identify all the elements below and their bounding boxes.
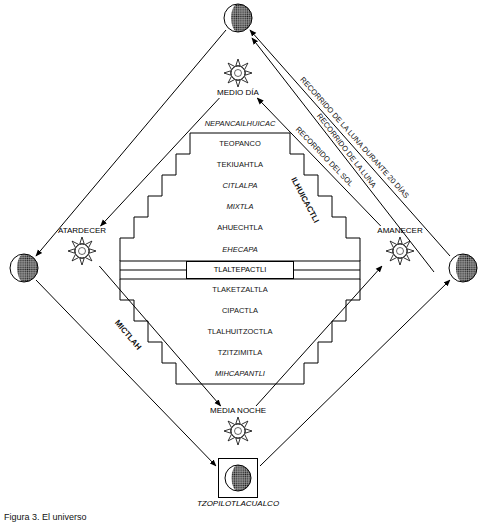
earth-band: [120, 261, 360, 279]
node-label: ATARDECER: [46, 226, 118, 236]
node-label: MEDIA NOCHE: [203, 406, 273, 416]
part-label: MIHCAPANTLI: [215, 370, 265, 379]
moon-square: [218, 458, 258, 498]
part-label: TZITZIMITLA: [218, 349, 263, 358]
node-label: MEDIO DÍA: [213, 88, 263, 98]
moon-station: TZOPILOTLACUALCO: [178, 458, 298, 509]
part-label: ILHUICACTLI: [289, 176, 321, 225]
earth-line: [120, 270, 186, 271]
sun-path: [99, 266, 220, 406]
moon-symbol: [10, 254, 38, 282]
sun-symbol: [223, 58, 253, 88]
node-label: TLALTEPACTLI: [187, 262, 293, 278]
sun-path: [101, 98, 220, 226]
part-label: TLALHUITZOCTLA: [207, 328, 272, 337]
moon-symbol: [224, 4, 252, 32]
sun-symbol: [67, 236, 97, 266]
moon-path: [36, 30, 450, 466]
part-label: TEKIUAHTLA: [217, 160, 263, 169]
part-label: MIXTLA: [226, 202, 253, 211]
part-label: MICTLAH: [113, 318, 143, 351]
sun-station: AMANECER: [362, 226, 438, 266]
node-label: AMANECER: [362, 226, 438, 236]
earth-line: [294, 270, 360, 271]
node-label: TZOPILOTLACUALCO: [178, 498, 298, 509]
figure-caption: Figura 3. El universo: [4, 512, 87, 523]
sun-symbol: [223, 416, 253, 446]
part-label: AHUECHTLA: [217, 223, 262, 232]
part-label: EHECAPA: [222, 245, 257, 254]
part-label: NEPANCAILHUICAC: [205, 120, 276, 129]
sun-path: [256, 266, 382, 406]
earth-box: TLALTEPACTLI: [186, 261, 294, 279]
sun-path: [257, 98, 380, 226]
sun-station: MEDIA NOCHE: [203, 406, 273, 446]
part-label: TLAKETZALTLA: [212, 286, 267, 295]
part-label: TEOPANCO: [219, 139, 261, 148]
part-label: CIPACTLA: [222, 307, 258, 316]
moon-symbol: [449, 254, 477, 282]
part-label: CITLALPA: [223, 181, 258, 190]
sun-station: MEDIO DÍA: [213, 58, 263, 98]
sun-station: ATARDECER: [46, 226, 118, 266]
sun-symbol: [385, 236, 415, 266]
